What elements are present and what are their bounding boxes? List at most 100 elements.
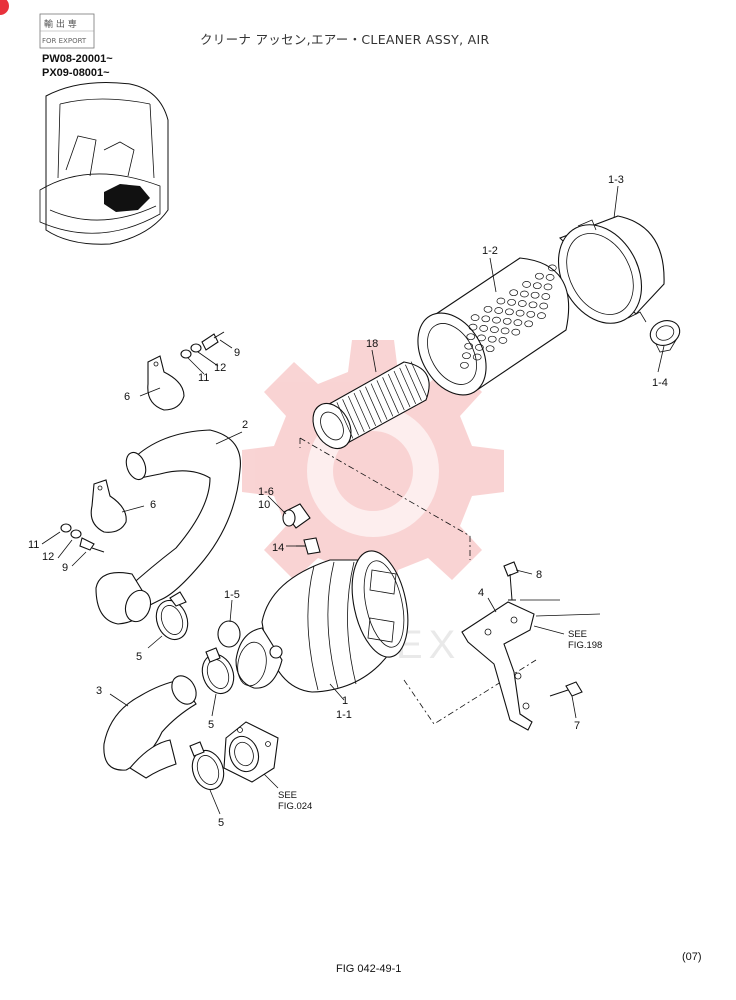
callout-5-upper: 5 <box>136 651 142 663</box>
callout-12-lower: 12 <box>42 551 54 563</box>
perforation-hole <box>526 310 536 318</box>
callout-7: 7 <box>574 720 580 732</box>
element-rib <box>405 364 422 401</box>
element-rib <box>393 370 411 408</box>
perforation-hole <box>498 337 508 344</box>
bolt-washer-set-lower <box>60 523 105 553</box>
cover-cap-part <box>557 215 665 324</box>
perforation-hole <box>505 308 514 316</box>
element-rib <box>376 380 394 417</box>
diagram-title: クリーナ アッセン,エアー・CLEANER ASSY, AIR <box>200 32 489 47</box>
lower-hose-part <box>103 675 197 779</box>
callout-6-lower: 6 <box>150 499 156 511</box>
element-rib <box>399 367 417 405</box>
perforation-hole <box>472 353 482 361</box>
perforation-hole <box>479 325 489 332</box>
element-rib <box>347 395 365 433</box>
callout-1: 1 <box>342 695 348 707</box>
perforation-hole <box>468 323 478 331</box>
callout-11-lower: 11 <box>28 539 39 551</box>
serial-range-1: PW08-20001~ <box>42 53 113 65</box>
evacuator-valve-part <box>649 320 681 353</box>
callout-12-upper: 12 <box>214 362 226 374</box>
figure-references: SEE FIG.198 SEE FIG.024 <box>278 629 602 812</box>
callout-11-upper: 11 <box>198 372 209 384</box>
o-ring-part <box>217 620 241 648</box>
element-rib <box>382 377 399 414</box>
upper-hose-part <box>95 429 241 625</box>
element-rib <box>359 389 377 427</box>
perforation-hole <box>515 309 525 317</box>
perforation-hole <box>541 293 551 300</box>
fitting-part <box>296 537 321 555</box>
fig-ref-024: FIG.024 <box>278 801 312 812</box>
dust-indicator-part <box>282 503 311 529</box>
perforation-hole <box>477 334 486 342</box>
perforation-hole <box>500 327 510 335</box>
fig-ref-198: FIG.198 <box>568 640 602 651</box>
perforation-hole <box>502 317 512 325</box>
inner-element-part <box>312 361 430 450</box>
perforation-hole <box>543 283 553 291</box>
element-rib <box>370 383 388 420</box>
callout-1-3: 1-3 <box>608 174 624 186</box>
callout-1-2: 1-2 <box>482 245 498 257</box>
hose-clamp-upper <box>155 591 189 641</box>
perforation-hole <box>481 315 491 323</box>
bracket-clamp-upper <box>147 355 185 411</box>
callout-5-lower: 5 <box>218 817 224 829</box>
perforation-hole <box>535 272 544 280</box>
callout-14: 14 <box>272 542 284 554</box>
revision-code: (07) <box>682 951 702 963</box>
perforation-hole <box>522 281 531 288</box>
callout-9-lower: 9 <box>62 562 68 574</box>
perforation-hole <box>517 300 527 307</box>
figure-number: FIG 042-49-1 <box>336 963 401 975</box>
hose-clamp-middle <box>201 647 235 695</box>
callout-1-5: 1-5 <box>224 589 240 601</box>
part-callouts: 1-3 1-2 1-4 18 9 12 11 6 2 6 1-6 10 14 1… <box>28 174 668 829</box>
callout-1-6: 1-6 <box>258 486 274 498</box>
callout-1-1: 1-1 <box>336 709 352 721</box>
perforation-hole <box>492 316 501 324</box>
perforation-hole <box>547 264 557 272</box>
element-rib <box>353 392 371 430</box>
element-rib <box>365 386 382 423</box>
callout-4: 4 <box>478 587 484 599</box>
corner-mark-icon <box>0 0 9 15</box>
callout-5-middle: 5 <box>208 719 214 731</box>
perforation-hole <box>507 298 516 306</box>
perforation-hole <box>464 342 474 350</box>
perforation-hole <box>483 305 493 313</box>
perforation-hole <box>494 307 504 314</box>
air-cleaner-housing-part <box>235 550 409 693</box>
perforation-hole <box>460 361 469 369</box>
element-rib <box>410 361 428 398</box>
perforation-hole <box>537 312 546 319</box>
perforation-hole <box>466 333 476 341</box>
element-rib <box>336 402 354 439</box>
callout-10: 10 <box>258 499 270 511</box>
perforation-hole <box>520 290 529 298</box>
bracket-clamp-lower <box>90 479 127 533</box>
perforation-hole <box>496 297 506 305</box>
stamp-line-2: FOR EXPORT <box>42 37 87 45</box>
perforation-hole <box>511 328 521 336</box>
callout-18: 18 <box>366 338 378 350</box>
perforation-hole <box>545 274 555 281</box>
perforation-hole <box>530 291 540 299</box>
perforation-hole <box>513 319 523 326</box>
perforation-hole <box>539 302 549 310</box>
perforation-hole <box>485 345 495 353</box>
perforation-hole <box>490 326 499 333</box>
element-rib <box>387 373 405 411</box>
see-label-b: SEE <box>278 790 297 801</box>
perforation-hole <box>475 344 484 351</box>
callout-3: 3 <box>96 685 102 697</box>
hose-clamp-lower <box>189 741 225 791</box>
see-label-a: SEE <box>568 629 587 640</box>
callout-1-4: 1-4 <box>652 377 668 389</box>
callout-8: 8 <box>536 569 542 581</box>
perforation-hole <box>509 289 519 297</box>
